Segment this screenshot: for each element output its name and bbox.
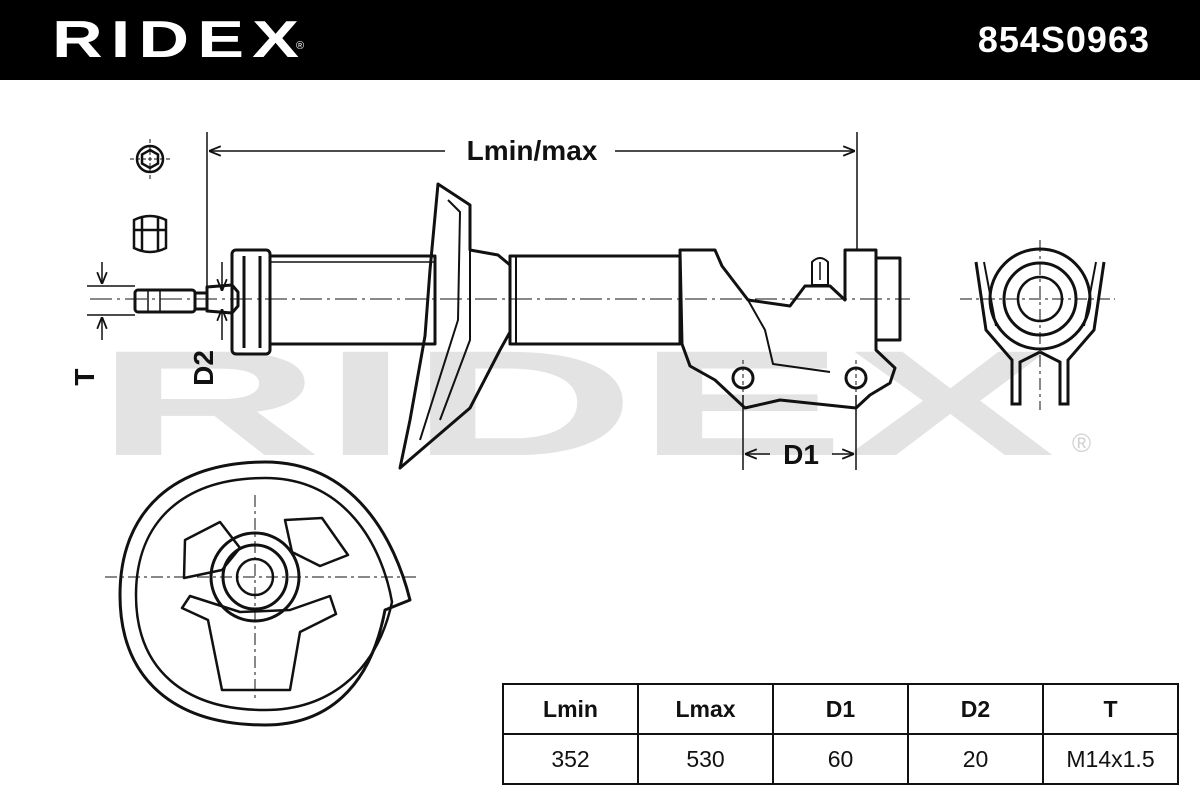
spec-value-cell: M14x1.5	[1042, 733, 1179, 785]
nut-side-view-icon	[132, 214, 168, 254]
length-dimension-label: Lmin/max	[467, 135, 598, 166]
brand-registered-mark: ®	[296, 40, 305, 52]
spec-table: Lmin Lmax D1 D2 T 352 530 60 20 M14x1.5	[502, 683, 1179, 785]
spec-value-cell: 352	[502, 733, 639, 785]
spec-header-cell: D1	[772, 683, 909, 735]
brand-logo: RIDEX	[52, 11, 308, 69]
spec-table-value-row: 352 530 60 20 M14x1.5	[502, 733, 1179, 785]
technical-drawing: RIDEX ®	[69, 132, 1115, 727]
top-mount-top-view	[105, 460, 420, 727]
spec-value-cell: 60	[772, 733, 909, 785]
spec-header-cell: D2	[907, 683, 1044, 735]
d1-dimension-label: D1	[783, 439, 819, 470]
shock-absorber-side-view	[90, 182, 910, 470]
spec-header-cell: Lmin	[502, 683, 639, 735]
spec-header-cell: Lmax	[637, 683, 774, 735]
spec-value-cell: 20	[907, 733, 1044, 785]
spec-table-header-row: Lmin Lmax D1 D2 T	[502, 683, 1179, 735]
watermark: RIDEX ®	[95, 319, 1091, 487]
spec-value-cell: 530	[637, 733, 774, 785]
shock-absorber-end-view	[960, 240, 1115, 410]
dimension-lines	[87, 132, 858, 470]
t-dimension-label: T	[69, 368, 100, 385]
header-bar: RIDEX ® 854S0963	[0, 0, 1200, 80]
d2-dimension-label: D2	[188, 350, 219, 386]
part-number: 854S0963	[977, 19, 1150, 60]
watermark-registered-mark: ®	[1072, 428, 1091, 458]
washer-top-view-icon	[130, 139, 170, 179]
spec-header-cell: T	[1042, 683, 1179, 735]
watermark-text: RIDEX	[95, 319, 1055, 487]
